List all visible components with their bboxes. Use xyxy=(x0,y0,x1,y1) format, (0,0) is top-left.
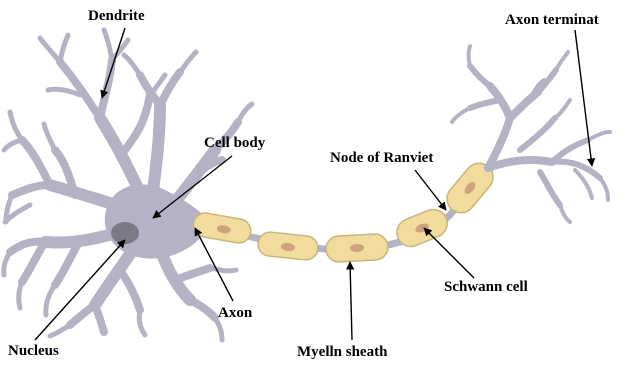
schwann-cell-segment xyxy=(257,231,319,261)
label-schwann-cell: Schwann cell xyxy=(444,280,528,295)
leader-schwann-cell xyxy=(424,228,474,278)
label-nucleus: Nucleus xyxy=(8,344,59,359)
label-axon: Axon xyxy=(218,306,252,321)
leader-myelin-sheath xyxy=(350,262,352,340)
label-myelin-sheath: Myelln sheath xyxy=(297,345,387,360)
schwann-cell-segment xyxy=(325,233,388,262)
label-axon-terminal: Axon terminat xyxy=(505,13,599,28)
leader-node-of-ranvier xyxy=(415,170,446,210)
myelin-sheath-segments xyxy=(191,158,498,263)
label-dendrite: Dendrite xyxy=(88,9,145,24)
dendrite-tree xyxy=(4,30,252,340)
label-node-of-ranvier: Node of Ranviet xyxy=(330,151,433,166)
label-cell-body: Cell body xyxy=(204,136,265,151)
